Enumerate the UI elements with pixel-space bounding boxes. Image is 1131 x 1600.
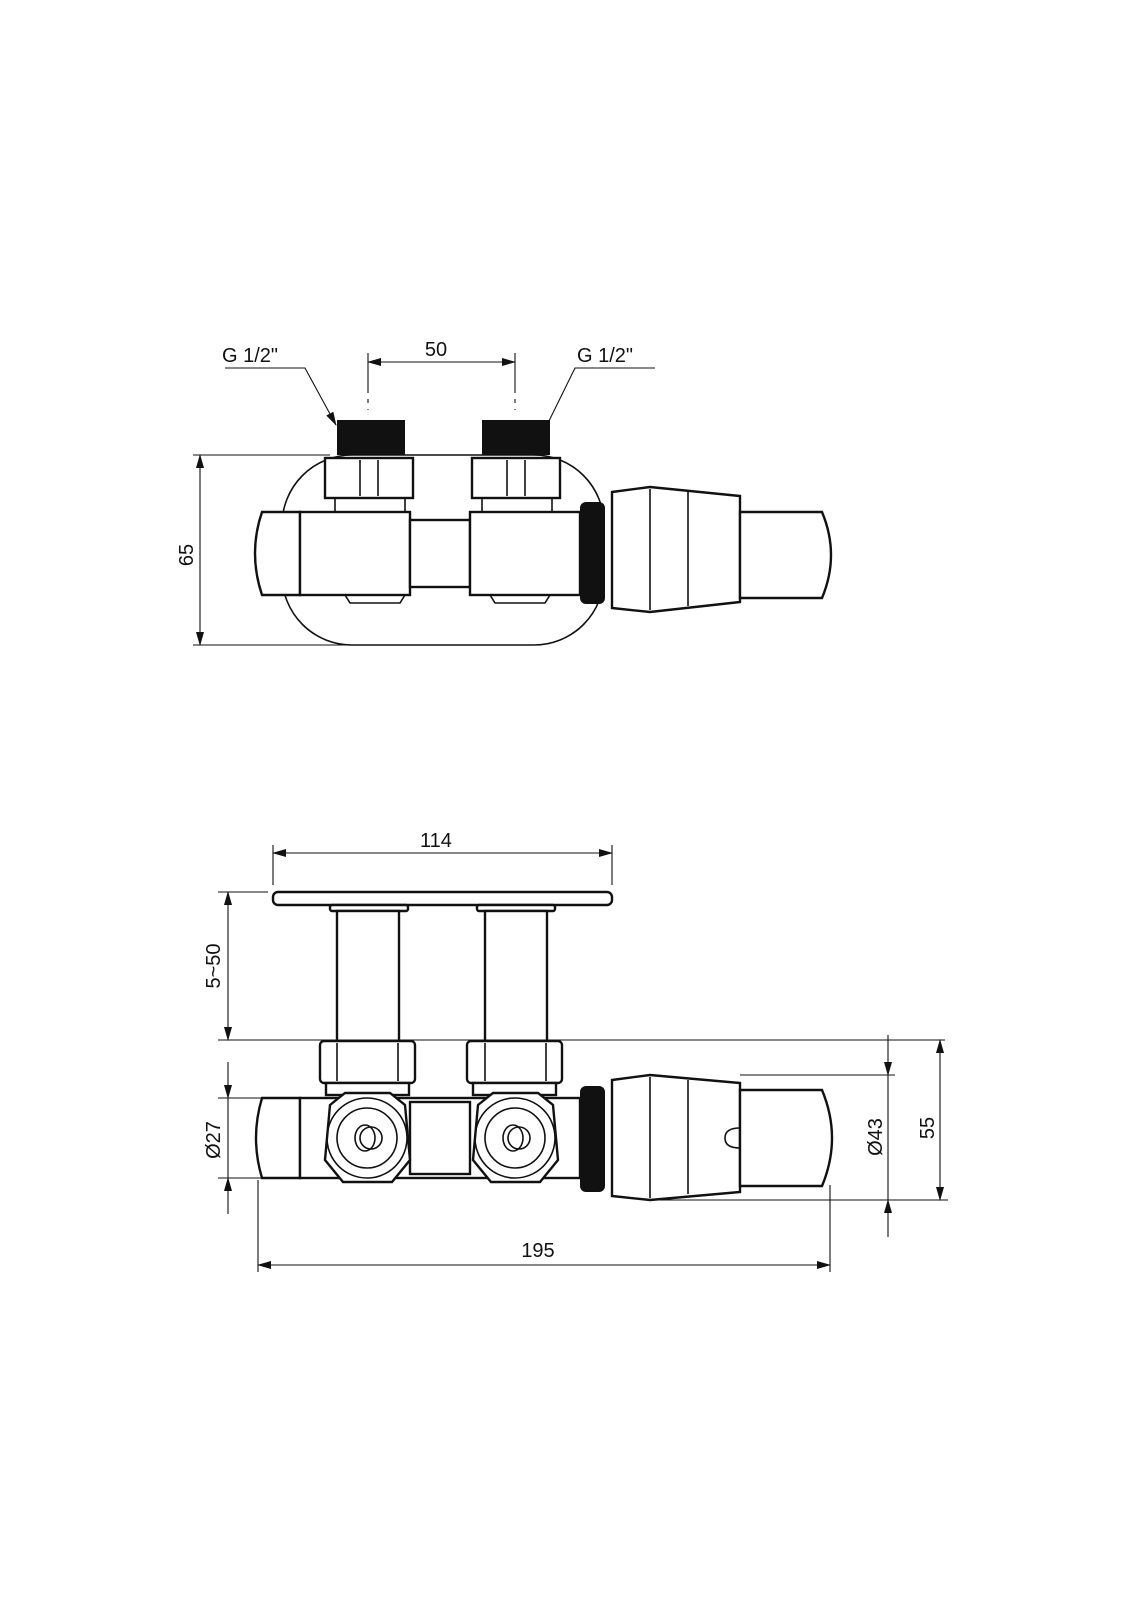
depth-label: 5~50 <box>203 943 225 988</box>
body-diameter-label: Ø27 <box>203 1121 225 1159</box>
thread-left <box>337 420 405 455</box>
height-label: 65 <box>176 544 198 566</box>
dimension-head-diameter: Ø43 <box>650 1035 948 1237</box>
pipe-right <box>483 909 549 1043</box>
front-view: 114 5~50 Ø27 195 <box>203 830 948 1272</box>
dimension-head-height: 55 <box>917 1039 944 1201</box>
dimension-total-length: 195 <box>257 1180 831 1272</box>
fitting-left <box>323 1091 412 1184</box>
fitting-right <box>471 1091 560 1184</box>
seal-ring <box>580 1086 605 1192</box>
wall-plate <box>271 890 614 907</box>
thermostat-head <box>610 1073 834 1202</box>
nut-left <box>318 1039 417 1097</box>
thread-callout-left: G 1/2" <box>222 345 337 426</box>
plate-width-label: 114 <box>420 830 452 852</box>
spacing-label: 50 <box>425 339 447 361</box>
nut-left <box>323 456 415 527</box>
dimension-plate-width: 114 <box>272 830 613 885</box>
seal-ring <box>580 502 605 604</box>
nut-right <box>470 456 562 527</box>
thread-callout-right: G 1/2" <box>546 345 655 426</box>
dimension-height: 65 <box>176 454 520 646</box>
dimension-body-diameter: Ø27 <box>203 1062 262 1214</box>
nut-right <box>465 1039 564 1097</box>
dimension-depth: 5~50 <box>203 891 945 1041</box>
head-height-label: 55 <box>917 1117 939 1139</box>
thermostat-head <box>610 485 833 614</box>
valve-body <box>253 502 605 604</box>
head-diameter-label: Ø43 <box>865 1118 887 1156</box>
pipe-left <box>335 909 401 1043</box>
thread-right-label: G 1/2" <box>577 345 633 367</box>
valve-body <box>254 1086 605 1192</box>
thread-right <box>482 420 550 455</box>
top-view: 50 G 1/2" G 1/2" 65 <box>176 339 833 646</box>
thread-left-label: G 1/2" <box>222 345 278 367</box>
total-length-label: 195 <box>521 1240 554 1262</box>
dimension-spacing: 50 <box>367 339 516 410</box>
